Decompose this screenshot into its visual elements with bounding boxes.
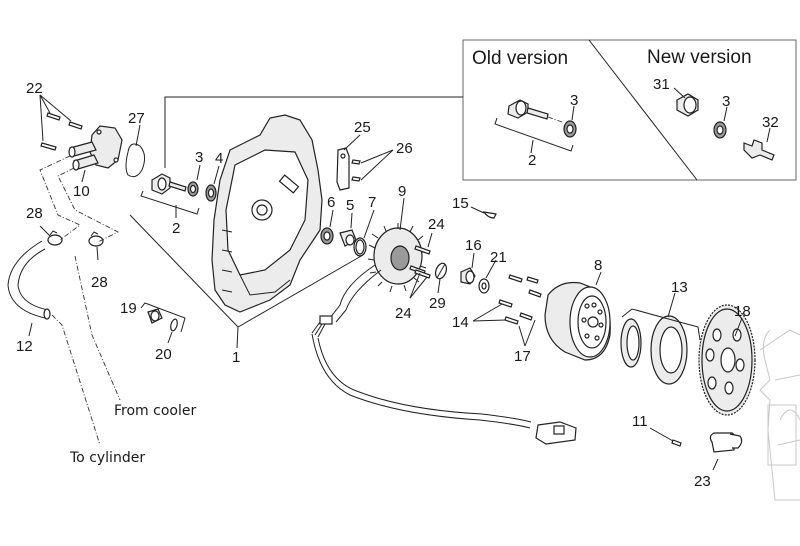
o-ring-20 [170,318,178,332]
callout-23: 23 [694,473,711,490]
callout-26: 26 [396,140,413,157]
bearing-5 [339,229,357,247]
water-pump-impeller [151,173,217,202]
hose-clamps-28 [47,230,104,247]
key-15 [482,211,497,219]
callout-2-inset: 2 [528,152,536,169]
drain-plug-19 [147,308,163,324]
callout-10: 10 [73,183,90,200]
callout-25: 25 [354,119,371,136]
callout-14: 14 [452,314,469,331]
callout-31: 31 [653,76,670,93]
callout-32: 32 [762,114,779,131]
callout-17: 17 [514,348,531,365]
new-shaft [743,139,775,161]
water-pump-cover [68,125,123,171]
inset-leader [164,96,463,168]
bracket-23 [709,432,743,453]
callout-16: 16 [465,237,482,254]
old-seal-ring [563,120,577,138]
coolant-routing-lines [39,155,121,446]
callout-4: 4 [215,150,223,167]
coolant-hose-12 [7,240,51,320]
callout-2: 2 [172,220,180,237]
callout-5: 5 [346,197,354,214]
starter-ring-gear-18 [698,304,756,416]
screws-26 [351,159,361,182]
starter-clutch-13 [620,315,688,385]
bracket-25 [336,147,350,191]
callout-21: 21 [490,249,507,266]
new-version-label: New version [647,47,752,68]
callout-12: 12 [16,338,33,355]
old-water-pump-impeller [507,99,563,123]
stator-screws-24 [409,245,431,279]
callout-13: 13 [671,279,688,296]
callout-3-inset-old: 3 [570,92,578,109]
new-impeller-body [676,93,699,117]
oil-seal-6 [320,227,334,245]
screws-22 [39,94,83,151]
callout-28-left: 28 [26,205,43,222]
old-version-label: Old version [472,48,568,69]
washer-21 [478,278,490,294]
ring-7 [353,237,367,257]
callout-28-right: 28 [91,274,108,291]
callout-3-inset-new: 3 [722,93,730,110]
callout-9: 9 [398,183,406,200]
callout-27: 27 [128,110,145,127]
note-to-cylinder: To cylinder [69,450,145,466]
callout-20: 20 [155,346,172,363]
callout-7: 7 [368,194,376,211]
callout-29: 29 [429,295,446,312]
callout-3: 3 [195,149,203,166]
nut-16 [460,267,476,285]
o-ring-27 [125,143,146,178]
new-seal-ring [713,121,727,139]
stator-wiring-harness [311,264,577,445]
screw-11 [671,439,682,447]
callout-24-top: 24 [428,216,445,233]
bolts-14-17 [498,274,542,325]
side-cover-crankcase [211,114,323,313]
version-inset: Old version New version [462,39,797,181]
callout-8: 8 [594,257,602,274]
callout-15: 15 [452,195,469,212]
woodruff-key-29 [434,262,448,280]
callout-24-bottom: 24 [395,305,412,322]
background-engine-ghost [759,329,800,501]
flywheel-rotor-8 [544,281,611,361]
callout-19: 19 [120,300,137,317]
stator-9 [367,223,427,293]
callout-6: 6 [327,194,335,211]
note-from-cooler: From cooler [114,403,196,419]
callout-18: 18 [734,303,751,320]
callout-11: 11 [632,413,648,430]
callout-1: 1 [232,349,240,366]
callout-22: 22 [26,80,43,97]
